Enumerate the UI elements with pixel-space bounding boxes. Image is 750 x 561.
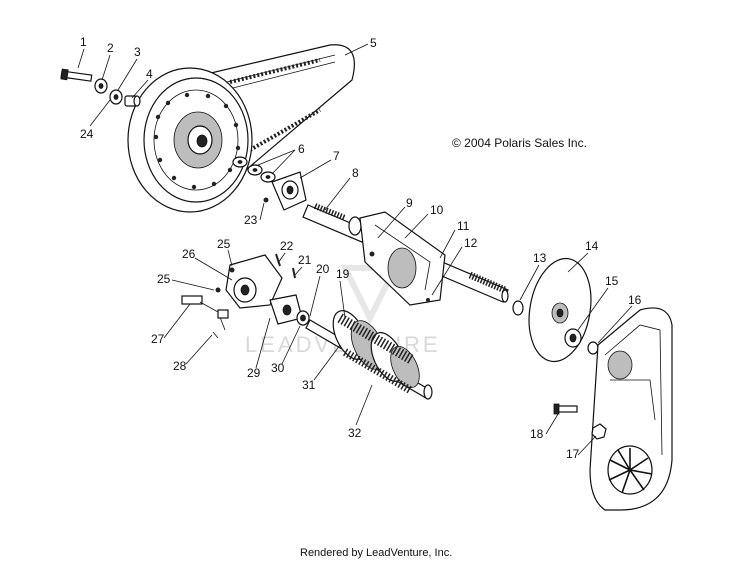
watermark-logo bbox=[340, 265, 400, 325]
callout-3: 3 bbox=[134, 45, 141, 59]
copyright-text: © 2004 Polaris Sales Inc. bbox=[452, 136, 587, 150]
callout-16: 16 bbox=[628, 293, 642, 307]
callout-27: 27 bbox=[151, 332, 165, 346]
clutch-bolt bbox=[60, 68, 93, 82]
snap-ring bbox=[512, 300, 524, 316]
callout-11: 11 bbox=[457, 219, 470, 233]
seal bbox=[296, 310, 310, 326]
callout-21: 21 bbox=[298, 253, 312, 267]
callout-29: 29 bbox=[247, 366, 261, 380]
gear-shaft-assembly bbox=[305, 310, 433, 400]
callout-15: 15 bbox=[605, 274, 619, 288]
callout-13: 13 bbox=[533, 251, 547, 265]
washer-hole bbox=[113, 94, 119, 100]
shim-washers bbox=[232, 156, 276, 183]
driven-pulley bbox=[528, 257, 592, 363]
drive-clutch bbox=[127, 67, 253, 213]
callout-1: 1 bbox=[80, 35, 87, 49]
sensor-screw bbox=[212, 331, 219, 339]
leader-lines bbox=[77, 43, 633, 456]
callout-5: 5 bbox=[370, 36, 377, 50]
callout-10: 10 bbox=[430, 203, 444, 217]
o-ring bbox=[587, 341, 599, 355]
callout-6: 6 bbox=[298, 142, 305, 156]
callout-24: 24 bbox=[80, 127, 94, 141]
callout-labels: 1 2 3 4 5 6 7 8 9 10 11 12 13 14 15 16 1… bbox=[80, 35, 642, 461]
bolt-head bbox=[263, 197, 269, 203]
bearing-plate bbox=[271, 171, 307, 211]
callout-4: 4 bbox=[146, 67, 153, 81]
pin bbox=[275, 253, 281, 267]
callout-23: 23 bbox=[244, 213, 258, 227]
callout-18: 18 bbox=[530, 427, 544, 441]
chaincase-cover bbox=[589, 307, 673, 511]
cover-nut bbox=[591, 423, 607, 440]
callout-20: 20 bbox=[316, 262, 330, 276]
gearcase-bracket bbox=[225, 254, 283, 309]
callout-9: 9 bbox=[406, 196, 413, 210]
callout-26: 26 bbox=[182, 247, 196, 261]
callout-32: 32 bbox=[348, 426, 362, 440]
spacer bbox=[124, 95, 141, 107]
callout-19: 19 bbox=[336, 267, 350, 281]
callout-17: 17 bbox=[566, 447, 580, 461]
callout-12: 12 bbox=[464, 236, 478, 250]
speed-sensor bbox=[181, 295, 229, 331]
washer-hole bbox=[98, 83, 104, 89]
callout-28: 28 bbox=[173, 359, 187, 373]
bearing bbox=[564, 328, 582, 348]
fastener bbox=[229, 267, 235, 273]
callout-2: 2 bbox=[107, 41, 114, 55]
callout-30: 30 bbox=[271, 361, 285, 375]
bearing-housing bbox=[359, 211, 446, 306]
callout-22: 22 bbox=[280, 239, 294, 253]
pin bbox=[292, 267, 296, 279]
callout-25b: 25 bbox=[157, 272, 171, 286]
callout-25a: 25 bbox=[217, 237, 231, 251]
callout-7: 7 bbox=[333, 149, 340, 163]
footer-credit: Rendered by LeadVenture, Inc. bbox=[300, 547, 452, 559]
callout-8: 8 bbox=[352, 166, 359, 180]
fastener bbox=[215, 287, 221, 293]
callout-31: 31 bbox=[302, 378, 316, 392]
callout-14: 14 bbox=[585, 239, 599, 253]
cover-bolt bbox=[553, 403, 578, 415]
